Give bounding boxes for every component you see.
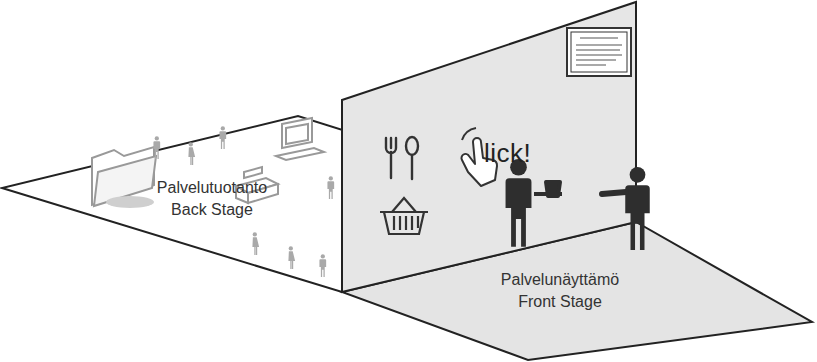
area-name: Palvelutuotanto bbox=[157, 178, 267, 197]
area-name: Front Stage bbox=[518, 292, 602, 311]
area-name: Palvelunäyttämö bbox=[501, 270, 619, 289]
area-name: Back Stage bbox=[171, 200, 253, 219]
click-text: lick! bbox=[484, 138, 531, 169]
